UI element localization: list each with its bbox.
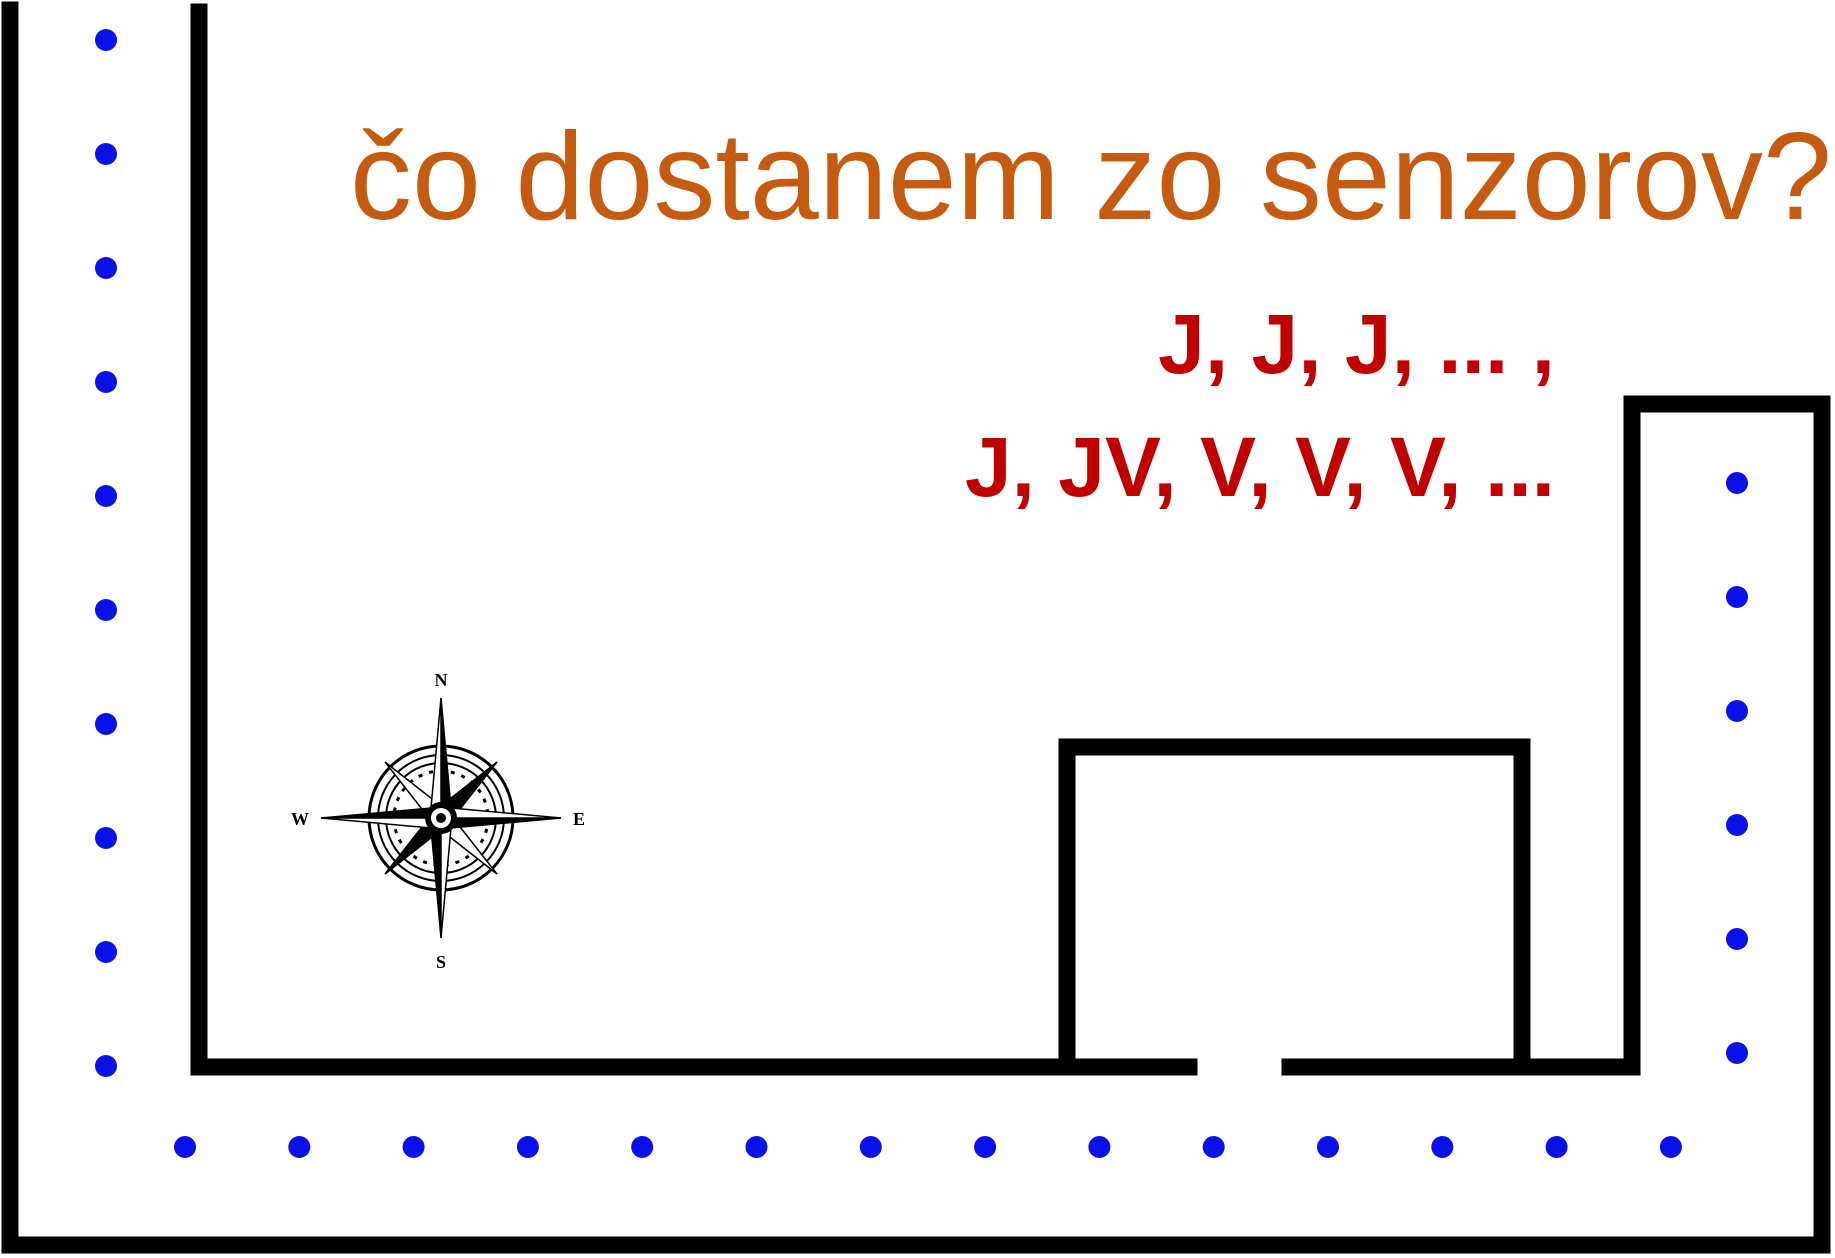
sensor-sequence-line-1: J, J, J, ... , <box>1158 297 1555 391</box>
compass-west-label: W <box>291 809 309 829</box>
path-dot <box>95 713 117 735</box>
path-dot <box>1202 1136 1225 1158</box>
box-obstacle <box>1058 738 1531 1076</box>
path-dot <box>95 941 117 963</box>
path-dot <box>95 1055 117 1077</box>
path-dot <box>95 29 117 51</box>
path-dot <box>174 1136 196 1158</box>
path-dot <box>1659 1136 1682 1158</box>
compass-north-label: N <box>435 670 448 690</box>
compass-south-label: S <box>436 952 446 972</box>
path-dot <box>631 1136 654 1158</box>
question-title: čo dostanem zo senzorov? <box>350 108 1832 246</box>
path-dot <box>1317 1136 1339 1158</box>
path-dot <box>1431 1136 1454 1158</box>
path-dot <box>1726 814 1748 836</box>
path-dot <box>974 1136 997 1158</box>
robot-path-dots <box>95 29 1748 1158</box>
path-dot <box>95 371 117 393</box>
path-dot <box>1726 700 1748 722</box>
path-dot <box>95 485 117 507</box>
path-dot <box>95 143 117 165</box>
path-dot <box>1088 1136 1111 1158</box>
path-dot <box>288 1136 311 1158</box>
path-dot <box>516 1136 539 1158</box>
path-dot <box>1726 472 1748 494</box>
path-dot <box>1726 1042 1748 1064</box>
path-dot <box>95 257 117 279</box>
path-dot <box>95 827 117 849</box>
compass-rose: N S E W <box>291 670 585 972</box>
path-dot <box>745 1136 768 1158</box>
path-dot <box>1726 586 1748 608</box>
path-dot <box>1726 928 1748 950</box>
sensor-sequence-line-2: J, JV, V, V, V, ... <box>964 420 1555 514</box>
inner-wall-left <box>190 3 1198 1076</box>
path-dot <box>1545 1136 1568 1158</box>
path-dot <box>95 599 117 621</box>
path-dot <box>402 1136 425 1158</box>
compass-east-label: E <box>573 809 585 829</box>
path-dot <box>859 1136 882 1158</box>
